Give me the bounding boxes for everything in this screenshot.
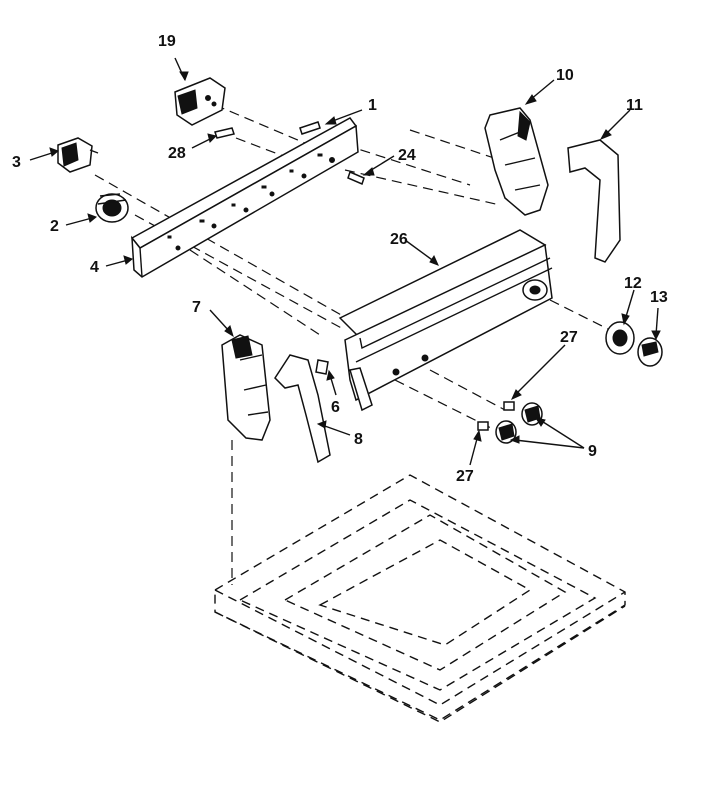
part-24-screw [347, 170, 365, 186]
callout-arrows [29, 57, 661, 466]
part-2-timer-switch [95, 193, 129, 223]
callout-4: 4 [90, 259, 99, 276]
part-28-screw [214, 127, 235, 139]
callout-24: 24 [398, 147, 416, 164]
part-4-console-bracket [130, 117, 359, 278]
callout-7: 7 [192, 299, 201, 316]
part-6-screw [315, 359, 329, 375]
callout-3: 3 [12, 154, 21, 171]
callout-10: 10 [556, 67, 574, 84]
callout-9: 9 [588, 443, 597, 460]
callout-26: 26 [390, 231, 408, 248]
callout-6: 6 [331, 399, 340, 416]
part-10-end-cap [484, 107, 549, 216]
top-cover-outline [214, 474, 626, 723]
part-11-handle [567, 139, 621, 263]
callout-8: 8 [354, 431, 363, 448]
callout-19: 19 [158, 33, 176, 50]
part-1-screw [299, 121, 321, 135]
part-26-console [338, 229, 553, 412]
callout-13: 13 [650, 289, 668, 306]
callout-12: 12 [624, 275, 642, 292]
callout-labels: 19 1 3 28 24 2 4 10 11 26 12 13 7 27 6 8… [12, 33, 668, 485]
part-13-knob [637, 337, 663, 367]
callout-11: 11 [626, 97, 643, 114]
callout-27-upper: 27 [560, 329, 578, 346]
part-7-end-cap [221, 334, 271, 441]
callout-1: 1 [368, 97, 377, 114]
part-27-clips [477, 401, 515, 431]
callout-28: 28 [168, 145, 186, 162]
callout-27-lower: 27 [456, 468, 474, 485]
part-19-switch-block [174, 77, 226, 126]
part-3-switch [57, 137, 99, 173]
part-12-knob-skirt [605, 321, 635, 355]
part-8-handle [274, 354, 331, 464]
callout-2: 2 [50, 218, 59, 235]
